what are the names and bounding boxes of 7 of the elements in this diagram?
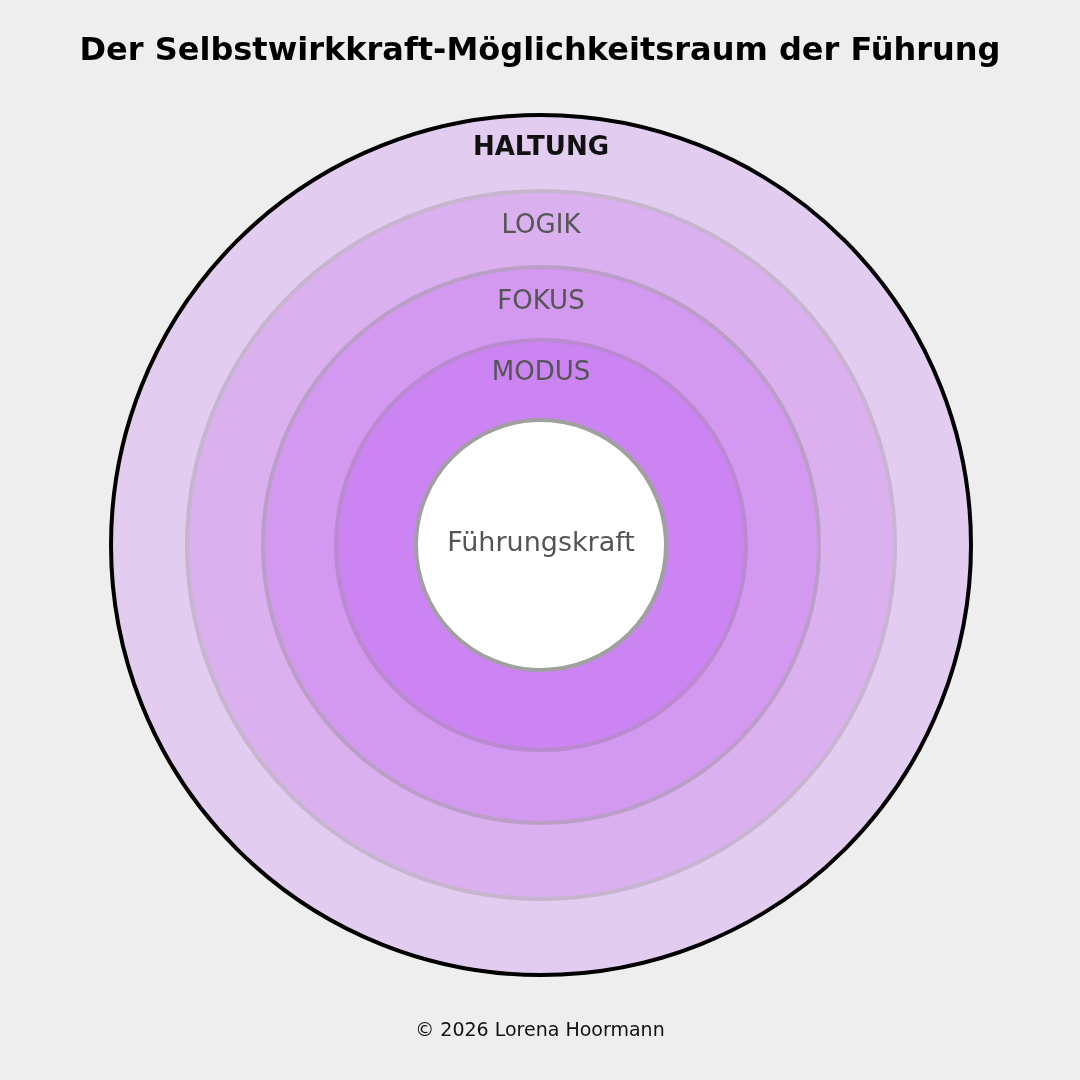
ring-label: FOKUS bbox=[497, 285, 585, 316]
ring-label: LOGIK bbox=[501, 209, 581, 240]
copyright-caption: © 2026 Lorena Hoormann bbox=[415, 1018, 665, 1040]
ring-label: Führungskraft bbox=[447, 526, 635, 558]
diagram-title: Der Selbstwirkkraft-Möglichkeitsraum der Führung bbox=[79, 30, 1001, 68]
ring-label: MODUS bbox=[491, 356, 591, 387]
ring-label: HALTUNG bbox=[472, 131, 610, 162]
